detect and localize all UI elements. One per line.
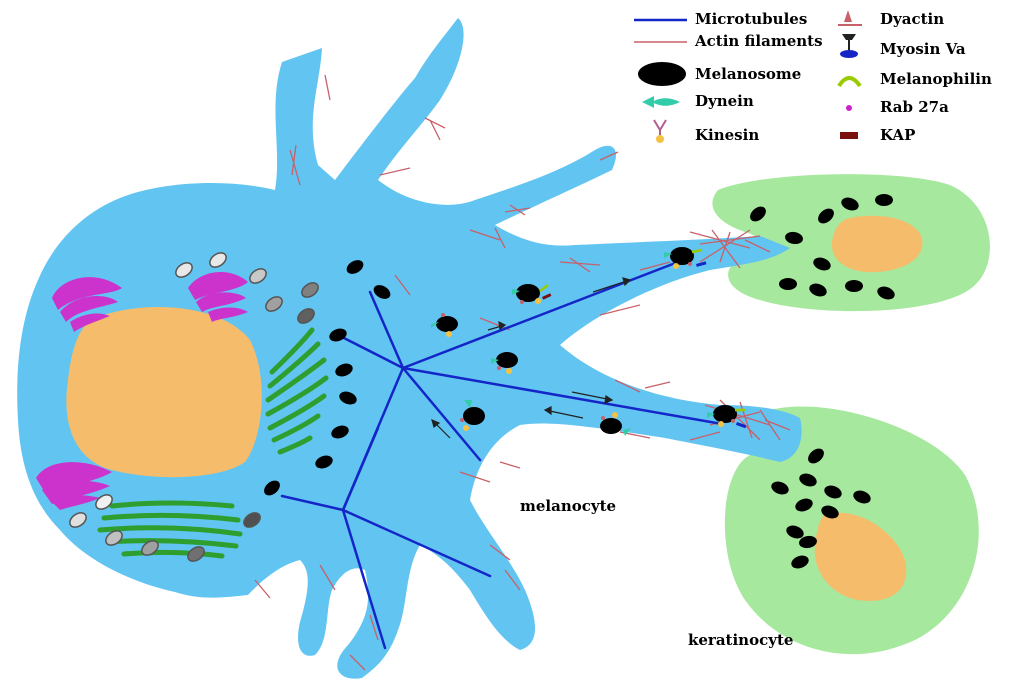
melanophilin-icon: [837, 76, 862, 88]
kinesin-icon: [653, 119, 667, 143]
melanosomes-keratinocyte-upper: [750, 194, 895, 300]
actin-filaments-cytoplasm: [254, 74, 721, 671]
actin-filaments-tips: [689, 229, 791, 441]
motor-complex-5: [600, 412, 631, 436]
motor-complex-4: [460, 400, 485, 431]
motor-complex-6: [664, 247, 707, 269]
legend-item-kap: KAP: [840, 126, 915, 144]
melanocyte-cytoplasm: [17, 18, 802, 679]
legend-item-rab27a: Rab 27a: [846, 98, 949, 116]
legend-label-kinesin: Kinesin: [695, 126, 759, 144]
motor-complex-2: [431, 313, 458, 337]
legend-label-dyactin: Dyactin: [880, 10, 944, 28]
keratinocyte-nucleus-lower: [814, 512, 907, 601]
melanosomes-keratinocyte-lower: [771, 448, 871, 569]
legend-label-melanosome: Melanosome: [695, 65, 801, 83]
legend-label-microtubules: Microtubules: [695, 10, 807, 28]
legend-label-kap: KAP: [880, 126, 915, 144]
legend-label-myosin-va: Myosin Va: [880, 40, 966, 58]
legend-item-actin-filaments: Actin filaments: [634, 32, 823, 50]
legend-item-kinesin: Kinesin: [653, 119, 759, 144]
legend-label-dynein: Dynein: [695, 92, 754, 110]
myosin-va-icon: [840, 34, 858, 58]
motor-complex-7: [707, 405, 747, 429]
endoplasmic-reticulum-right: [265, 327, 329, 455]
dynein-icon: [642, 96, 680, 108]
legend-label-rab27a: Rab 27a: [880, 98, 949, 116]
golgi-upper-left: [52, 277, 122, 332]
keratinocyte-label: keratinocyte: [688, 631, 793, 649]
legend-item-myosin-va: Myosin Va: [840, 34, 966, 58]
legend-item-dynein: Dynein: [642, 92, 754, 110]
motor-complex-1: [512, 284, 552, 304]
keratinocyte-nucleus-upper: [831, 215, 923, 273]
microtubules: [280, 260, 724, 650]
golgi-lower-left: [36, 462, 112, 510]
legend: Microtubules Actin filaments Melanosome …: [634, 10, 992, 144]
melanocyte-label: melanocyte: [520, 497, 616, 515]
premelanosomes: [69, 252, 319, 562]
transport-arrows: [431, 277, 632, 439]
legend-item-melanosome: Melanosome: [638, 62, 801, 86]
legend-item-microtubules: Microtubules: [634, 10, 807, 28]
rab27a-icon: [846, 105, 852, 111]
melanosomes-cell-body: [264, 260, 391, 496]
legend-label-actin-filaments: Actin filaments: [694, 32, 823, 50]
melanocyte-nucleus: [66, 307, 262, 478]
kap-icon: [840, 132, 858, 139]
endoplasmic-reticulum-bottom: [97, 500, 243, 559]
dyactin-icon: [838, 10, 862, 26]
legend-item-dyactin: Dyactin: [838, 10, 944, 28]
legend-item-melanophilin: Melanophilin: [837, 70, 992, 88]
motor-complexes: [431, 247, 747, 436]
motor-complex-3: [491, 352, 518, 374]
golgi-upper-right: [188, 271, 248, 322]
legend-label-melanophilin: Melanophilin: [880, 70, 992, 88]
melanosome-icon: [638, 62, 686, 86]
